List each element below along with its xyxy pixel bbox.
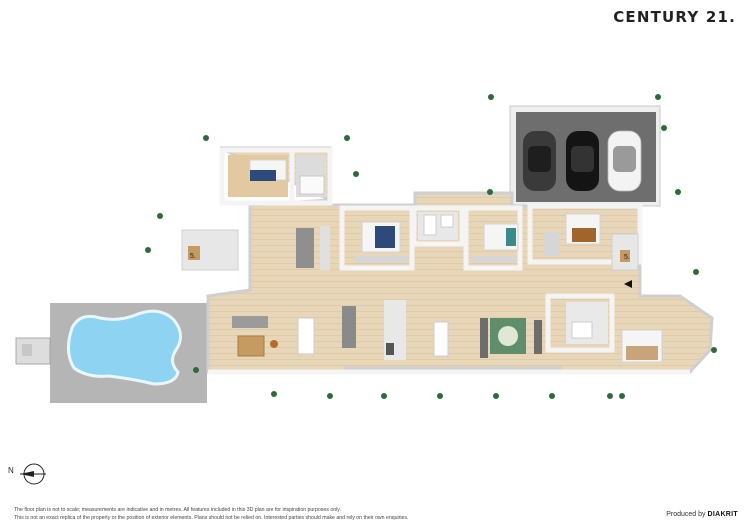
- bathroom: [418, 212, 458, 240]
- bedroom-1: [228, 155, 326, 197]
- car-white: [607, 130, 642, 192]
- produced-by-label: Produced by: [666, 511, 706, 518]
- car-dark-grey: [523, 131, 556, 191]
- bedroom-4: [543, 213, 601, 256]
- alfresco: [181, 229, 639, 288]
- producer-name: DIAKRIT: [707, 511, 738, 518]
- pool-shed: [15, 337, 51, 365]
- master-bedroom: [566, 302, 663, 363]
- bathroom-walls: [411, 205, 465, 247]
- swimming-pool: [67, 309, 182, 386]
- north-compass: N: [8, 457, 48, 496]
- garage: [509, 105, 661, 207]
- kitchen: [296, 226, 406, 360]
- bedroom-3: [472, 223, 519, 263]
- walls: [208, 147, 690, 375]
- family-room: [433, 318, 542, 358]
- produced-by: Produced by DIAKRIT: [666, 511, 738, 518]
- floor-plan-3d: 5. 5.: [15, 94, 717, 403]
- bedroom-4-walls: [527, 203, 643, 265]
- room-mark-left: 5.: [190, 253, 196, 260]
- ensuite-walls: [545, 293, 615, 353]
- bedroom-3-walls: [463, 205, 523, 271]
- century21-logo: CENTURY 21.: [613, 8, 736, 26]
- north-label: N: [8, 466, 14, 475]
- lounge: [232, 316, 278, 357]
- north-arrow-icon: [20, 471, 34, 477]
- car-black: [566, 131, 599, 191]
- bedroom-2-walls: [339, 205, 415, 271]
- pool-area: [15, 303, 207, 403]
- disclaimer-line-2: This is not an exact replica of the prop…: [14, 515, 409, 521]
- disclaimer-line-1: The floor plan is not to scale; measurem…: [14, 507, 341, 513]
- room-mark-right: 5.: [624, 254, 630, 261]
- trees: [145, 94, 717, 399]
- dining-table: [297, 317, 315, 355]
- bedroom-2: [355, 221, 407, 263]
- disclaimer: The floor plan is not to scale; measurem…: [14, 506, 474, 522]
